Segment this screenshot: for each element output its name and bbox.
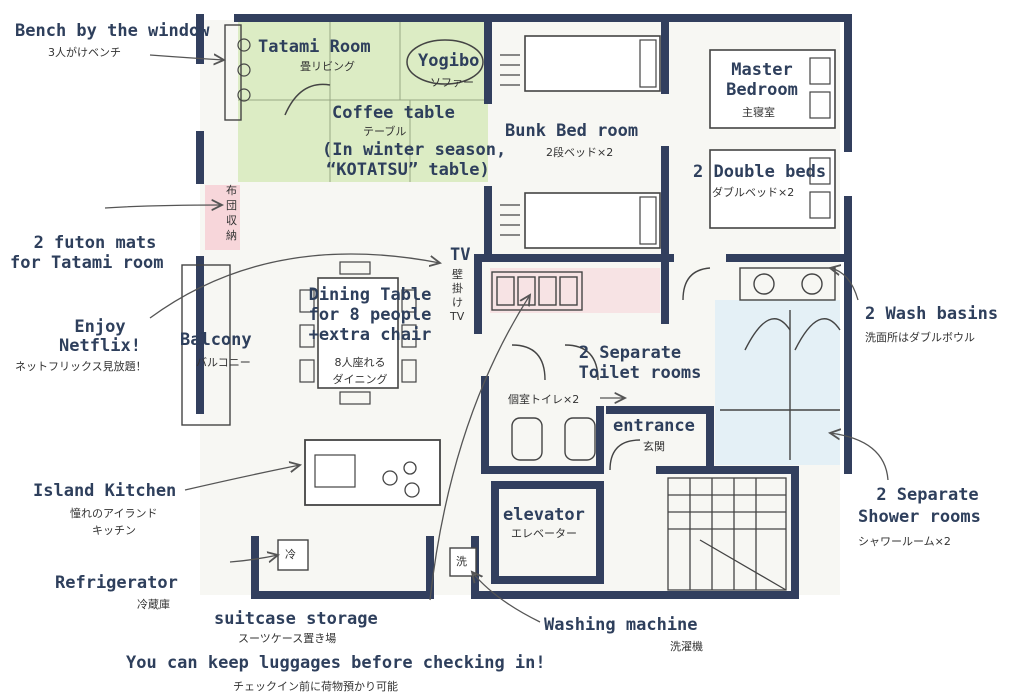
coffee-table-note-1: (In winter season, — [322, 140, 507, 160]
dining-table-label-2: for 8 people — [308, 305, 432, 325]
bed-pillows — [809, 57, 831, 219]
suitcase-storage-label-jp: スーツケース置き場 — [238, 632, 337, 645]
futon-closet-char-3: 収 — [226, 214, 237, 227]
hall-door — [682, 267, 711, 301]
netflix-label-jp: ネットフリックス見放題！ — [15, 360, 147, 373]
toilet-rooms-label-2: Toilet rooms — [578, 363, 702, 383]
window-bench — [224, 24, 242, 121]
toilet-rooms-label-1: 2 Separate — [578, 343, 682, 363]
staircase — [667, 477, 787, 591]
bunk-bed-top — [524, 35, 661, 92]
luggage-note: You can keep luggages before checking in… — [126, 653, 546, 673]
tatami-mats — [238, 22, 488, 182]
toilets — [511, 344, 599, 461]
toilet-rooms-label-jp: 個室トイレ×2 — [508, 393, 580, 406]
shower-rooms-label-2: Shower rooms — [858, 507, 981, 527]
tatami-room-label: Tatami Room — [258, 37, 371, 57]
futon-mats-label-1: 2 futon mats — [33, 233, 157, 253]
balcony-area — [181, 264, 231, 426]
coffee-table-label-jp: テーブル — [363, 125, 407, 138]
double-beds-label: 2 Double beds — [693, 162, 827, 182]
tv-area — [490, 268, 660, 313]
shower-rooms — [720, 310, 841, 460]
washing-machine-label: Washing machine — [544, 615, 698, 635]
bunk-bed-room-label: Bunk Bed room — [505, 121, 639, 141]
futon-closet-char-4: 納 — [226, 229, 237, 242]
closet-area — [205, 185, 240, 250]
wash-basins-label: 2 Wash basins — [865, 304, 999, 324]
dining-table-label-3: +extra chair — [308, 325, 432, 345]
bench-seats — [237, 38, 251, 102]
washer-mark: 洗 — [456, 555, 467, 568]
bunk-bed-top-pillow — [639, 39, 657, 88]
futon-closet-char-1: 布 — [226, 184, 237, 197]
bench-label-jp: 3人がけベンチ — [48, 46, 121, 59]
yogibo-label-jp: ソファー — [430, 76, 474, 89]
balcony-label: Balcony — [180, 330, 252, 350]
double-bed-2 — [709, 149, 836, 229]
fridge-box — [277, 539, 309, 571]
tv-char-4: TV — [450, 310, 465, 323]
tv-label: TV — [450, 245, 471, 265]
island-kitchen-label-jp2: キッチン — [92, 524, 136, 537]
tv-char-1: 壁 — [452, 268, 463, 281]
dining-chairs — [299, 261, 417, 405]
yogibo-sofa — [406, 39, 484, 85]
island-kitchen-label-jp1: 憧れのアイランド — [70, 507, 158, 520]
refrigerator-label: Refrigerator — [55, 573, 178, 593]
washing-machine-label-jp: 洗濯機 — [670, 640, 703, 653]
coffee-table-label: Coffee table — [332, 103, 455, 123]
double-beds-label-jp: ダブルベッド×2 — [712, 186, 795, 199]
dining-table-label-jp1: 8人座れる — [334, 356, 386, 369]
double-bed-1 — [709, 49, 836, 129]
luggage-note-jp: チェックイン前に荷物預かり可能 — [233, 680, 398, 693]
balcony-label-jp: バルコニー — [196, 356, 251, 369]
elevator-label-jp: エレベーター — [511, 527, 577, 540]
island-kitchen-label: Island Kitchen — [33, 481, 177, 501]
entrance-door — [609, 439, 641, 471]
bunk-ladders — [500, 54, 520, 236]
fridge-mark: 冷 — [285, 548, 296, 561]
tv-char-2: 掛 — [452, 282, 463, 295]
master-bedroom-label-1: Master — [731, 60, 793, 80]
bench-label: Bench by the window — [15, 21, 210, 41]
island-kitchen — [304, 439, 441, 506]
dining-table-label-1: Dining Table — [308, 285, 432, 305]
netflix-label-1: Enjoy — [74, 317, 126, 337]
kitchen-burners — [382, 461, 420, 498]
bunk-bed-bottom-pillow — [639, 196, 657, 245]
bunk-bed-bottom — [524, 192, 661, 249]
master-bedroom-label-jp: 主寝室 — [742, 106, 775, 119]
tatami-area — [238, 22, 488, 182]
bunk-bed-room-label-jp: 2段ベッド×2 — [546, 146, 614, 159]
entrance-label: entrance — [613, 416, 695, 436]
shower-rooms-label-jp: シャワールーム×2 — [858, 535, 951, 548]
futon-mats-label-2: for Tatami room — [10, 253, 164, 273]
shower-rooms-label-1: 2 Separate — [876, 485, 979, 505]
wash-basins — [739, 267, 836, 301]
bathroom-area — [715, 300, 840, 465]
coffee-table-note-2: “KOTATSU” table) — [326, 160, 490, 180]
yogibo-label: Yogibo — [418, 51, 480, 71]
suitcase-storage-label: suitcase storage — [214, 609, 378, 629]
netflix-label-2: Netflix! — [59, 336, 141, 356]
master-bedroom-label-2: Bedroom — [726, 80, 798, 100]
dining-table-label-jp2: ダイニング — [332, 373, 388, 386]
annotation-arrows — [104, 55, 889, 623]
entrance-label-jp: 玄関 — [643, 440, 665, 453]
floor-cushion — [284, 83, 331, 116]
walls — [196, 14, 852, 599]
refrigerator-label-jp: 冷蔵庫 — [137, 598, 170, 611]
tv-char-3: け — [452, 296, 463, 309]
elevator-label: elevator — [503, 505, 585, 525]
tatami-room-label-jp: 畳リビング — [300, 60, 355, 73]
futon-closet-char-2: 団 — [226, 199, 237, 212]
kitchen-sink — [314, 454, 356, 488]
dining-table — [317, 277, 399, 389]
wash-basins-label-jp: 洗面所はダブルボウル — [865, 331, 975, 344]
